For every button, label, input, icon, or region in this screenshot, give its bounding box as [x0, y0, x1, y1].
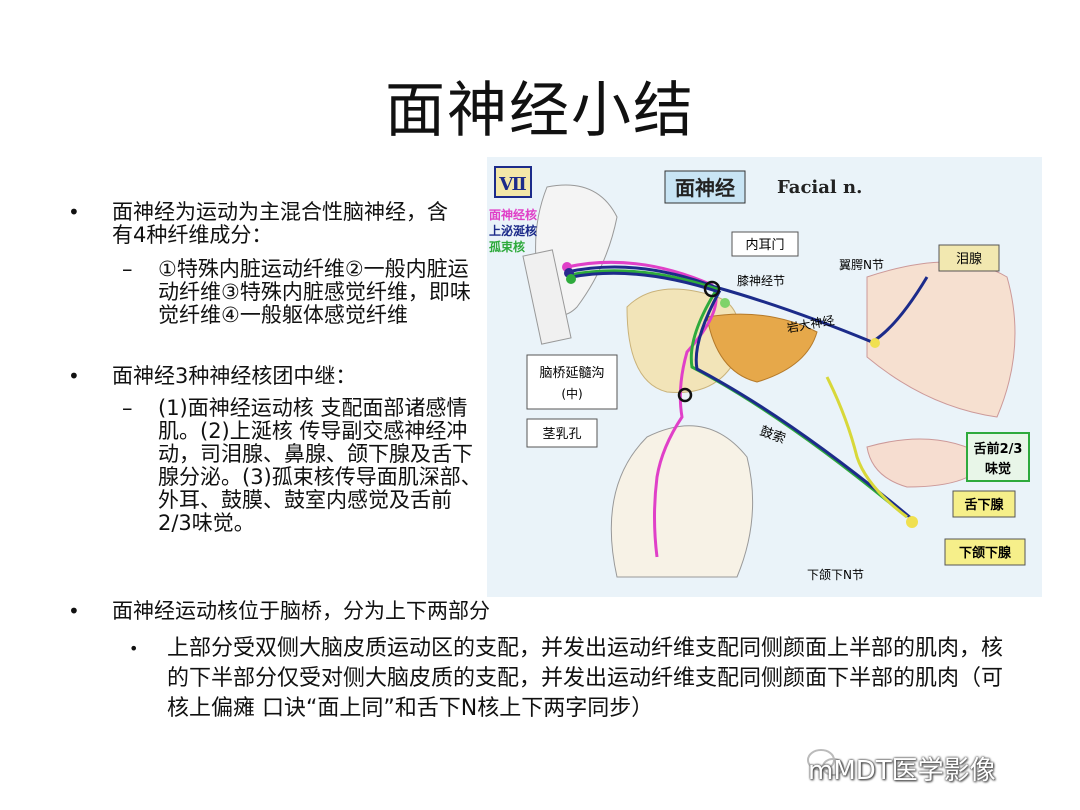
stylomastoid-mark [677, 387, 693, 403]
taste-box [966, 432, 1030, 482]
nasal-cavity-shape [866, 261, 1016, 418]
facial-nerve-diagram: Ⅶ 面神经 Facial n. 面神经核 上泌涎核 孤束核 内耳门 膝神经节 翼… [487, 157, 1042, 597]
inner-ear-box [731, 231, 799, 257]
figure-title-box [664, 170, 746, 204]
label-pterygo: 翼腭N节 [839, 258, 884, 272]
bullet-dot: • [68, 364, 80, 388]
label-lacrimal: 泪腺 [956, 252, 982, 267]
sublingual-box [952, 490, 1016, 518]
bullet-fiber-components: • 面神经为运动为主混合性脑神经，含有4种纤维成分： [68, 200, 462, 247]
bullet-text: 面神经运动核位于脑桥，分为上下两部分 [112, 599, 490, 623]
label-sulcus-sub: (中) [561, 386, 582, 401]
label-taste: 舌前2/3 [974, 441, 1023, 457]
label-chorda: 鼓索 [758, 424, 788, 447]
submandibular-box [944, 538, 1026, 566]
bullet-nuclei: • 面神经3种神经核团中继： [68, 364, 462, 388]
subbullet-motor-detail: • 上部分受双侧大脑皮质运动区的支配，并发出运动纤维支配同侧颜面上半部的肌肉，核… [129, 634, 1017, 724]
bullet-dash: – [122, 257, 133, 281]
geniculate-ganglion-mark [703, 280, 721, 298]
nucleus-label-facial: 面神经核 [489, 207, 537, 222]
label-submand-ganglion: 下颌下N节 [807, 567, 864, 582]
petrous-shape [706, 313, 818, 383]
subbullet-text: 上部分受双侧大脑皮质运动区的支配，并发出运动纤维支配同侧颜面上半部的肌肉，核的下… [167, 636, 1004, 721]
label-sublingual: 舌下腺 [964, 497, 1004, 513]
subbullet-fiber-list: – ①特殊内脏运动纤维②一般内脏运动纤维③特殊内脏感觉纤维，即味觉纤维④一般躯体… [122, 257, 478, 327]
label-taste2: 味觉 [985, 461, 1011, 477]
bullet-dot: • [129, 639, 139, 658]
medulla-shape [522, 249, 572, 345]
geniculate-node [720, 298, 730, 308]
label-inner-ear: 内耳门 [745, 237, 784, 253]
label-stylomastoid: 茎乳孔 [542, 427, 581, 442]
stylomastoid-box [526, 418, 598, 448]
bullet-dot: • [68, 599, 80, 623]
wechat-icon [807, 749, 844, 776]
diagram-svg: Ⅶ 面神经 Facial n. 面神经核 上泌涎核 孤束核 内耳门 膝神经节 翼… [489, 166, 1030, 582]
bullet-text: 面神经为运动为主混合性脑神经，含有4种纤维成分： [112, 200, 448, 247]
subbullet-text: (1)面神经运动核 支配面部诸感情肌。(2)上涎核 传导副交感神经冲动，司泪腺、… [158, 396, 482, 535]
nucleus-label-solitary: 孤束核 [489, 239, 525, 254]
subbullet-nuclei-detail: – (1)面神经运动核 支配面部诸感情肌。(2)上涎核 传导副交感神经冲动，司泪… [122, 396, 483, 535]
roman-numeral: Ⅶ [498, 174, 526, 195]
bullet-text: 面神经3种神经核团中继： [112, 364, 357, 388]
slide-title: 面神经小结 [385, 76, 695, 146]
submandibular-node [906, 516, 918, 528]
bullet-dot: • [68, 200, 80, 224]
bullet-motor-nucleus: • 面神经运动核位于脑桥，分为上下两部分 [68, 599, 1012, 623]
solitary-nucleus-dot [566, 274, 576, 284]
lingual-nerve-path [825, 376, 908, 519]
bullet-dash: – [122, 396, 133, 420]
roman-numeral-box [494, 166, 532, 198]
sulcus-box [526, 354, 618, 410]
lacrimal-box [938, 244, 1000, 272]
nucleus-label-salivatory: 上泌涎核 [489, 223, 537, 238]
greater-petrosal-path [566, 265, 929, 344]
figure-title-cn: 面神经 [675, 176, 735, 200]
visceral-motor-path [571, 271, 913, 521]
subbullet-text: ①特殊内脏运动纤维②一般内脏运动纤维③特殊内脏感觉纤维，即味觉纤维④一般躯体感觉… [158, 257, 471, 327]
watermark: mMDT医学影像 [808, 756, 996, 786]
label-submandibular: 下颌下腺 [959, 545, 1012, 561]
label-sulcus: 脑桥延髓沟 [539, 366, 604, 381]
label-geniculate: 膝神经节 [737, 274, 785, 288]
figure-title-en: Facial n. [777, 177, 862, 198]
head-profile-shape [610, 425, 754, 578]
pterygo-ganglion-node [870, 338, 880, 348]
motor-fiber-path [566, 260, 718, 558]
